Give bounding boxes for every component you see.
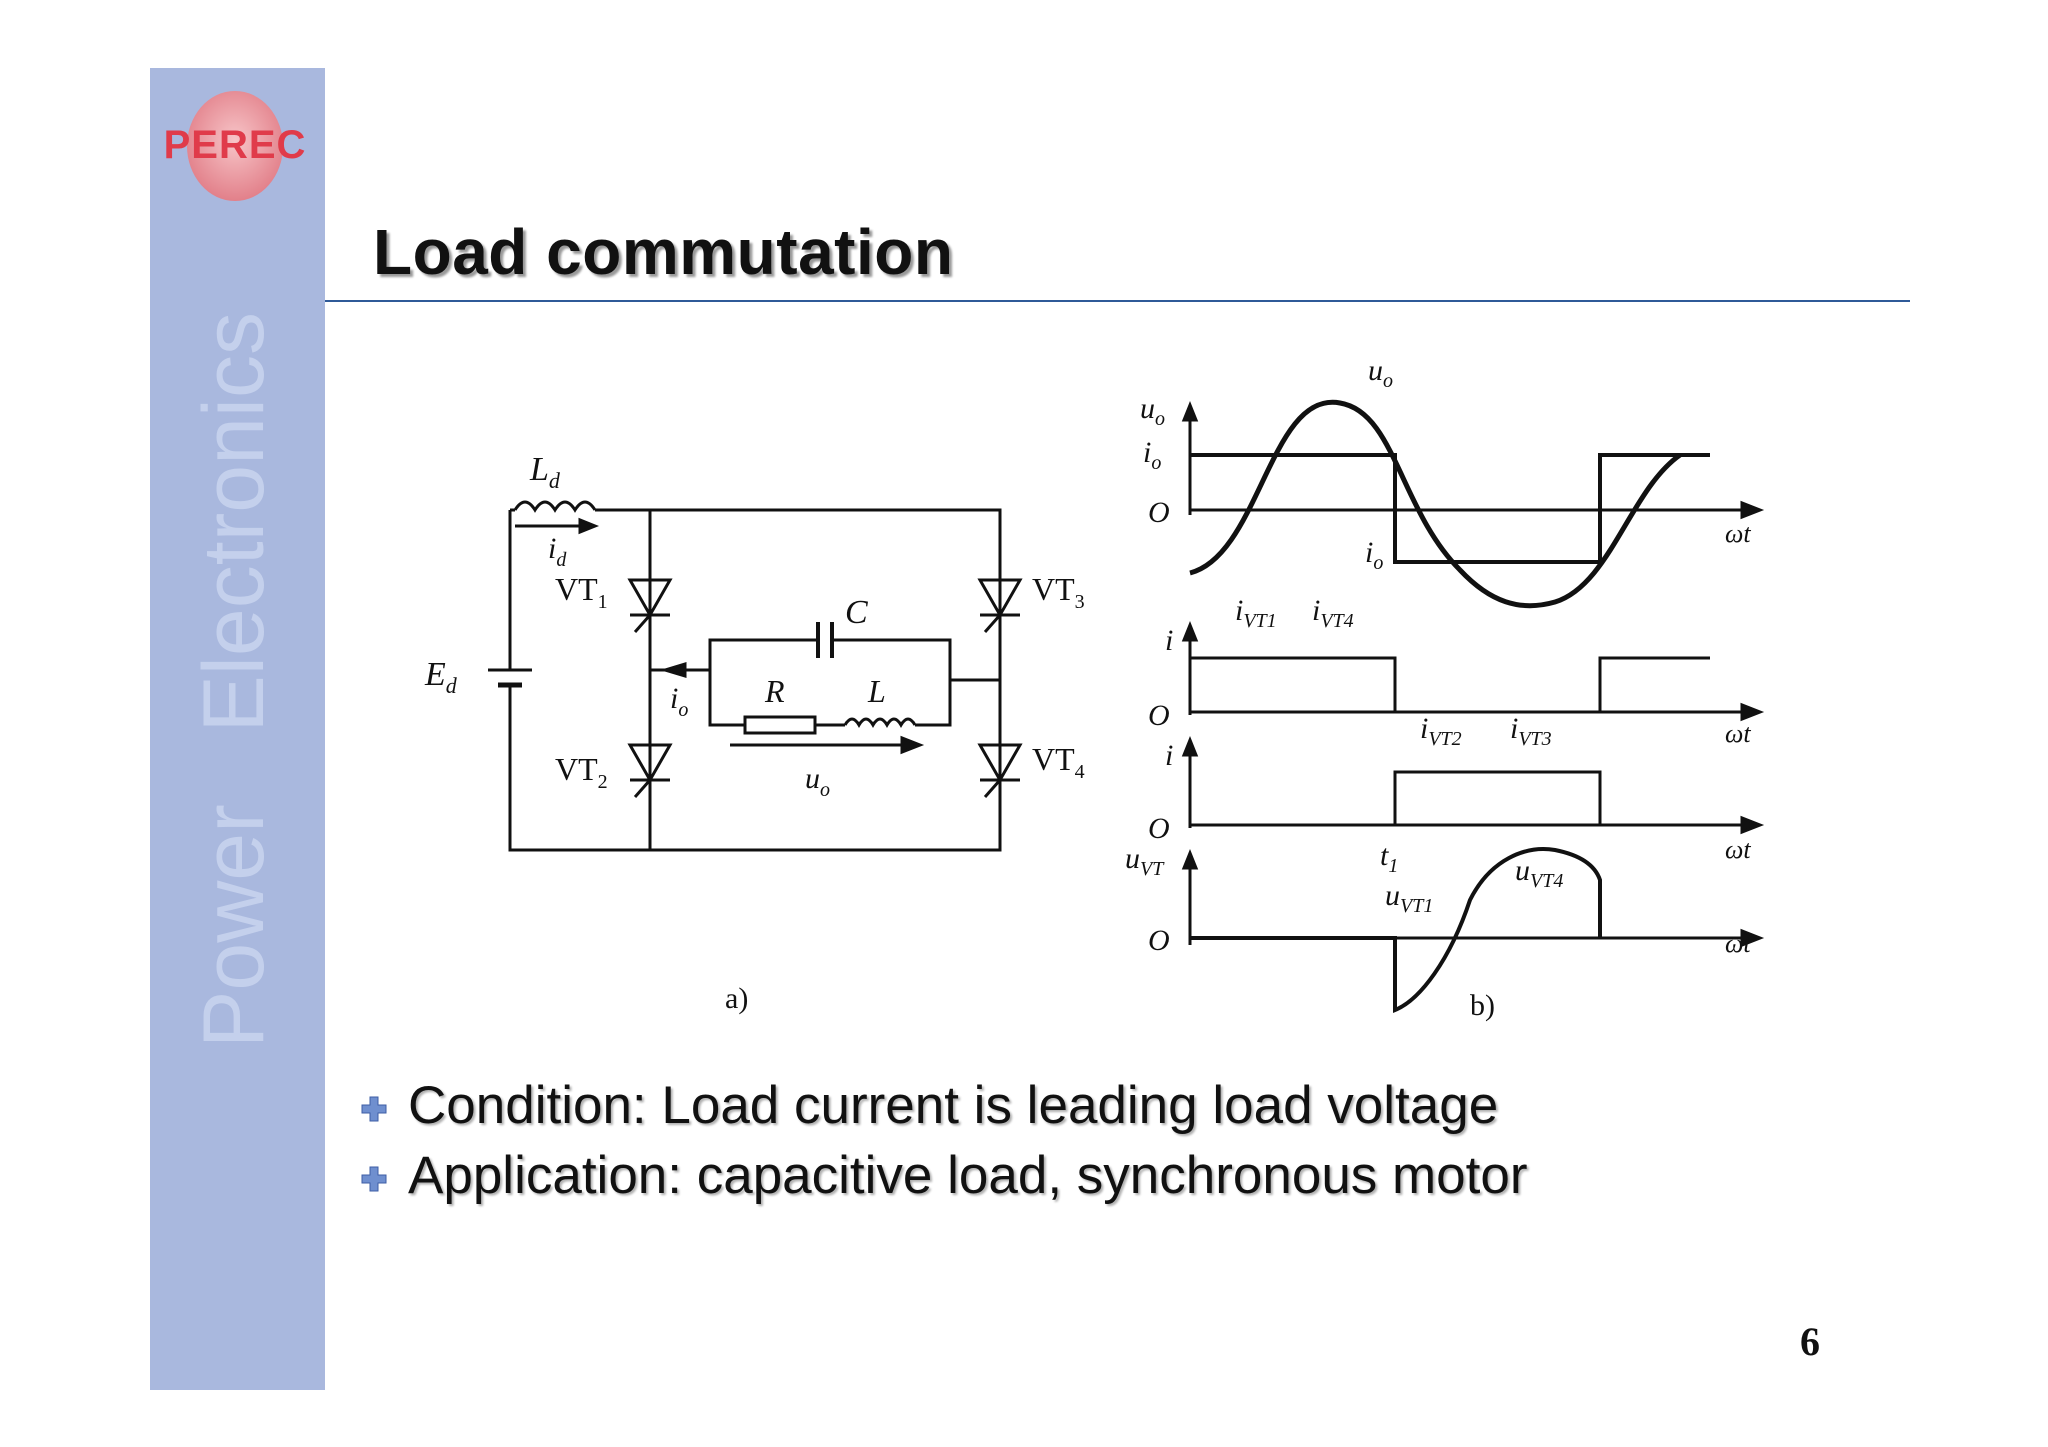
label-a: a): [725, 982, 748, 1015]
perec-logo: PEREC: [164, 91, 307, 201]
plot3-origin: O: [1148, 812, 1170, 845]
logo-globe-icon: [187, 91, 283, 201]
plot3-axis-label: i: [1165, 739, 1173, 772]
plot4-uvt-wave: [1190, 847, 1602, 1013]
sidebar-title-text: Power Electronics: [186, 312, 282, 1048]
plot4-s2-label: uVT4: [1515, 854, 1563, 892]
label-vt4: VT4: [1032, 741, 1085, 783]
thyristor-vt3: [977, 578, 1023, 619]
plot3-pulse: [1393, 770, 1602, 825]
plot3-s2-label: iVT3: [1510, 712, 1552, 750]
plus-bullet-icon: [361, 1096, 387, 1122]
figure: Ld id Ed VT1 VT2 VT3 VT4 C R L io uo a) …: [424, 354, 1765, 1022]
plot1-io-wave: [1190, 453, 1710, 564]
plot1-origin: O: [1148, 496, 1170, 529]
page-number: 6: [1800, 1319, 1820, 1364]
bullet-text: Condition: Load current is leading load …: [408, 1076, 1499, 1135]
plus-bullet-icon: [361, 1166, 387, 1192]
bullet-list: Condition: Load current is leading load …: [360, 1075, 1860, 1215]
thyristor-vt4: [977, 743, 1023, 784]
wire-res-left: [708, 640, 745, 727]
thyristor-vt1: [627, 578, 673, 619]
plot2-s2-label: iVT4: [1312, 594, 1354, 632]
label-b: b): [1470, 989, 1495, 1022]
label-ed: Ed: [424, 656, 458, 698]
plot4-s1-label: uVT1: [1385, 879, 1433, 917]
sidebar-title: Power Electronics: [186, 312, 282, 1048]
label-io: io: [670, 682, 688, 721]
plot1-io-curve-label: io: [1365, 536, 1383, 574]
plot1-uo-curve-label: uo: [1368, 354, 1393, 392]
plot4-wt: ωt: [1725, 929, 1751, 958]
wire-cap-right: [832, 638, 1000, 682]
plot2-pulse-1: [1190, 656, 1397, 712]
wire-loop: [508, 508, 1002, 852]
bullet-item-condition: Condition: Load current is leading load …: [360, 1075, 1860, 1145]
label-r: R: [764, 673, 785, 709]
bullet-item-application: Application: capacitive load, synchronou…: [360, 1145, 1860, 1215]
waveform-diagram: [1181, 399, 1765, 1013]
label-c: C: [845, 594, 868, 631]
plot2-pulse-2: [1598, 656, 1710, 712]
label-l: L: [867, 673, 886, 709]
plot1-io-axis-label: io: [1143, 436, 1161, 474]
plot1-uo-wave: [1189, 399, 1682, 609]
plot2-wt: ωt: [1725, 719, 1751, 748]
plot4-t1-label: t1: [1380, 839, 1398, 877]
plot4-origin: O: [1148, 924, 1170, 957]
plot3-s1-label: iVT2: [1420, 712, 1462, 750]
resistor-r: [743, 715, 817, 735]
label-uo: uo: [805, 762, 830, 801]
logo-text: PEREC: [164, 123, 307, 167]
title-divider: [325, 300, 1910, 302]
plot4-axis-label: uVT: [1125, 842, 1165, 880]
slide-title: Load commutation: [373, 216, 954, 288]
sidebar-band: Power Electronics: [150, 68, 325, 1390]
label-id: id: [548, 532, 567, 571]
plot1-wt: ωt: [1725, 519, 1751, 548]
label-vt3: VT3: [1032, 571, 1085, 613]
plot1-uo-axis-label: uo: [1140, 392, 1165, 430]
plot3-wt: ωt: [1725, 835, 1751, 864]
label-ld: Ld: [529, 451, 561, 493]
thyristor-vt2: [627, 743, 673, 784]
label-vt2: VT2: [555, 751, 608, 793]
circuit-diagram: [488, 500, 1023, 852]
bullet-text: Application: capacitive load, synchronou…: [408, 1146, 1528, 1205]
plot2-axis-label: i: [1165, 624, 1173, 657]
plot2-origin: O: [1148, 699, 1170, 732]
inductor-ld: [513, 500, 597, 513]
label-vt1: VT1: [555, 571, 608, 613]
inductor-l: [843, 717, 917, 728]
plot2-s1-label: iVT1: [1235, 594, 1277, 632]
